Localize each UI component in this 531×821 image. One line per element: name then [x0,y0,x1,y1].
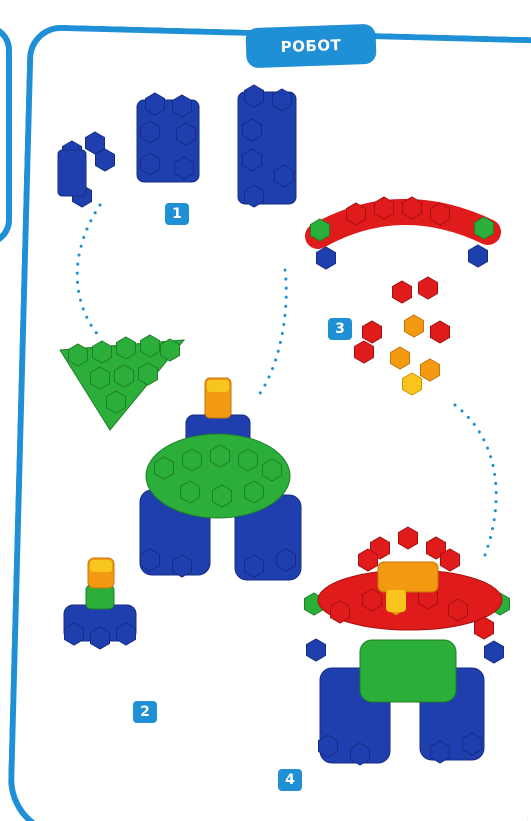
connector-line-3 [455,405,496,555]
step4-robot [305,527,510,765]
connector-line-1 [77,205,100,335]
step-badge-1: 1 [165,203,189,225]
step-badge-4: 4 [278,769,302,791]
step-badge-3: 3 [328,318,352,340]
blue-column-piece [137,93,199,182]
step-number: 1 [172,206,182,222]
step2-body [140,378,301,580]
step-number: 2 [140,704,150,720]
step-number: 4 [285,772,295,788]
step3-red-cluster [355,277,450,395]
step3-red-arc [311,197,494,269]
step-badge-2: 2 [133,701,157,723]
step-number: 3 [335,321,345,337]
blue-curve-piece [58,132,115,207]
step2-small-piece [64,558,136,649]
blue-tower-piece [238,85,296,207]
connector-line-2 [255,270,286,400]
step1-blue-parts [58,85,296,207]
green-triangle-piece [60,335,184,430]
